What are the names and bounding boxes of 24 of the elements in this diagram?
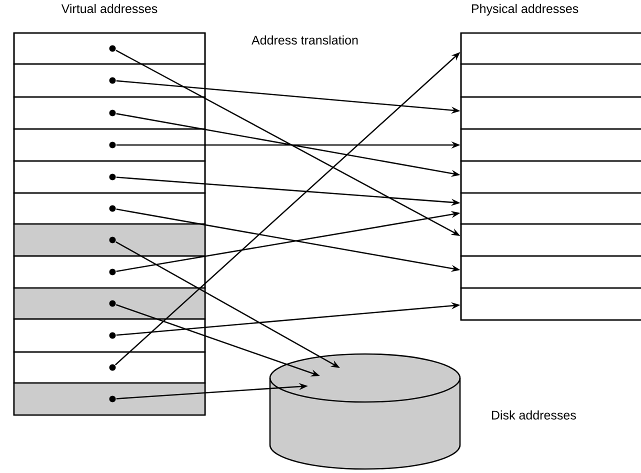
table-row: [460, 32, 641, 65]
table-row: [13, 32, 206, 65]
table-row: [13, 223, 206, 257]
table-row: [13, 96, 206, 130]
table-row: [13, 382, 206, 416]
disk-label: Disk addresses: [492, 410, 576, 420]
table-row: [13, 160, 206, 194]
node-label: Virtual addresses: [61, 4, 158, 14]
node-label: Physical addresses: [472, 4, 578, 16]
annotation-text: Address translation: [252, 35, 358, 45]
disk-cylinder: [269, 353, 461, 470]
table-row: [460, 96, 641, 130]
table-row: [13, 318, 206, 353]
table-row: [13, 287, 206, 320]
table-row: [460, 192, 641, 225]
table-row: [13, 128, 206, 162]
table-row: [460, 287, 641, 321]
address-table: Virtual addresses: [13, 4, 206, 416]
table-row: [460, 128, 641, 162]
table-row: [460, 160, 641, 194]
table-row: [13, 63, 206, 98]
table-row: [460, 255, 641, 289]
table-row: [460, 63, 641, 98]
table-row: [460, 223, 641, 257]
